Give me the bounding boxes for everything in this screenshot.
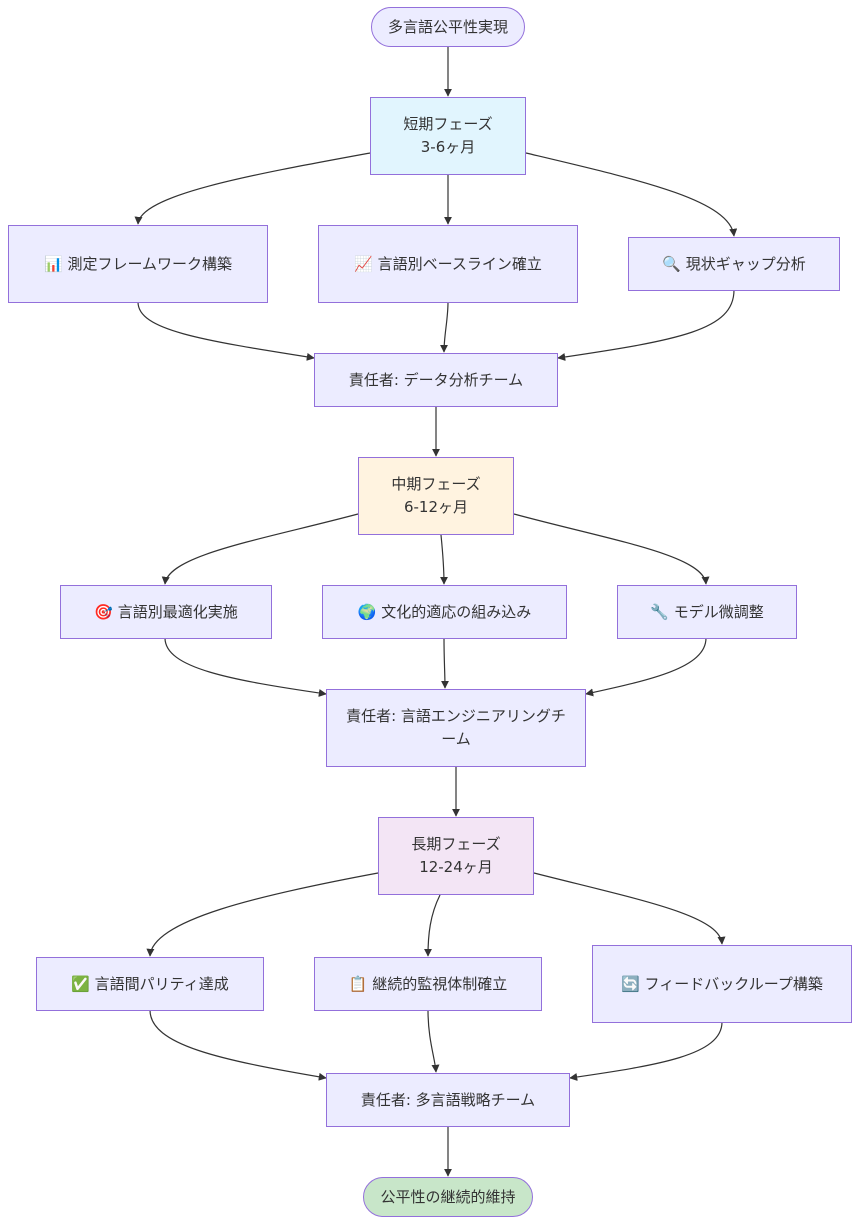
goal-start-node: 多言語公平性実現 [371, 7, 525, 47]
edge-mid-phase-to-mid-2 [439, 534, 448, 585]
edge-mid-phase-to-mid-3 [513, 513, 710, 585]
short-task-gap-analysis: 🔍 現状ギャップ分析 [628, 237, 840, 291]
long-task-label: 📋 継続的監視体制確立 [348, 974, 508, 993]
long-task-feedback-loop: 🔄 フィードバックループ構築 [592, 945, 852, 1023]
goal-end-node: 公平性の継続的維持 [363, 1177, 533, 1217]
mid-task-model-finetuning: 🔧 モデル微調整 [617, 585, 797, 639]
long-task-continuous-monitoring: 📋 継続的監視体制確立 [314, 957, 542, 1011]
edge-short-1-to-short-owner [137, 301, 315, 361]
short-phase-node: 短期フェーズ 3-6ヶ月 [370, 97, 526, 175]
long-task-language-parity: ✅ 言語間パリティ達成 [36, 957, 264, 1011]
short-phase-label: 短期フェーズ 3-6ヶ月 [403, 115, 493, 156]
long-owner-label: 責任者: 多言語戦略チーム [360, 1090, 536, 1109]
edge-mid-2-to-mid-owner [440, 637, 449, 689]
long-task-label: ✅ 言語間パリティ達成 [71, 974, 229, 993]
edge-mid-3-to-mid-owner [585, 637, 707, 697]
mid-owner-label: 責任者: 言語エンジニアリングチーム [346, 707, 566, 748]
edge-long-phase-to-long-2 [424, 894, 441, 957]
goal-end-label: 公平性の継続的維持 [380, 1187, 516, 1206]
edge-mid-phase-to-mid-1 [161, 513, 359, 585]
short-task-measurement-framework: 📊 測定フレームワーク構築 [8, 225, 268, 303]
edge-short-phase-to-short-1 [134, 152, 371, 225]
long-phase-node: 長期フェーズ 12-24ヶ月 [378, 817, 534, 895]
mid-task-label: 🎯 言語別最適化実施 [94, 602, 238, 621]
short-owner-node: 責任者: データ分析チーム [314, 353, 558, 407]
mid-task-language-optimization: 🎯 言語別最適化実施 [60, 585, 272, 639]
long-task-label: 🔄 フィードバックループ構築 [621, 974, 823, 993]
edge-short-2-to-short-owner [440, 301, 449, 353]
edge-long-phase-to-long-1 [146, 872, 379, 957]
edge-long-phase-to-long-3 [533, 872, 726, 945]
short-task-label: 🔍 現状ギャップ分析 [662, 254, 806, 273]
short-task-label: 📈 言語別ベースライン確立 [354, 254, 542, 273]
edge-short-3-to-short-owner [557, 289, 735, 361]
goal-start-label: 多言語公平性実現 [387, 17, 508, 36]
short-task-label: 📊 測定フレームワーク構築 [44, 254, 232, 273]
mid-task-cultural-adaptation: 🌍 文化的適応の組み込み [322, 585, 567, 639]
long-phase-label: 長期フェーズ 12-24ヶ月 [411, 835, 501, 876]
mid-phase-label: 中期フェーズ 6-12ヶ月 [391, 475, 481, 516]
mid-task-label: 🔧 モデル微調整 [650, 602, 764, 621]
edge-long-1-to-long-owner [149, 1009, 327, 1081]
edge-mid-1-to-mid-owner [164, 637, 327, 697]
short-owner-label: 責任者: データ分析チーム [348, 370, 524, 389]
edge-long-3-to-long-owner [569, 1021, 723, 1081]
mid-task-label: 🌍 文化的適応の組み込み [357, 602, 532, 621]
edge-short-phase-to-short-3 [525, 152, 738, 237]
mid-owner-node: 責任者: 言語エンジニアリングチーム [326, 689, 586, 767]
edge-long-2-to-long-owner [427, 1009, 440, 1073]
short-task-baseline: 📈 言語別ベースライン確立 [318, 225, 578, 303]
mid-phase-node: 中期フェーズ 6-12ヶ月 [358, 457, 514, 535]
long-owner-node: 責任者: 多言語戦略チーム [326, 1073, 570, 1127]
